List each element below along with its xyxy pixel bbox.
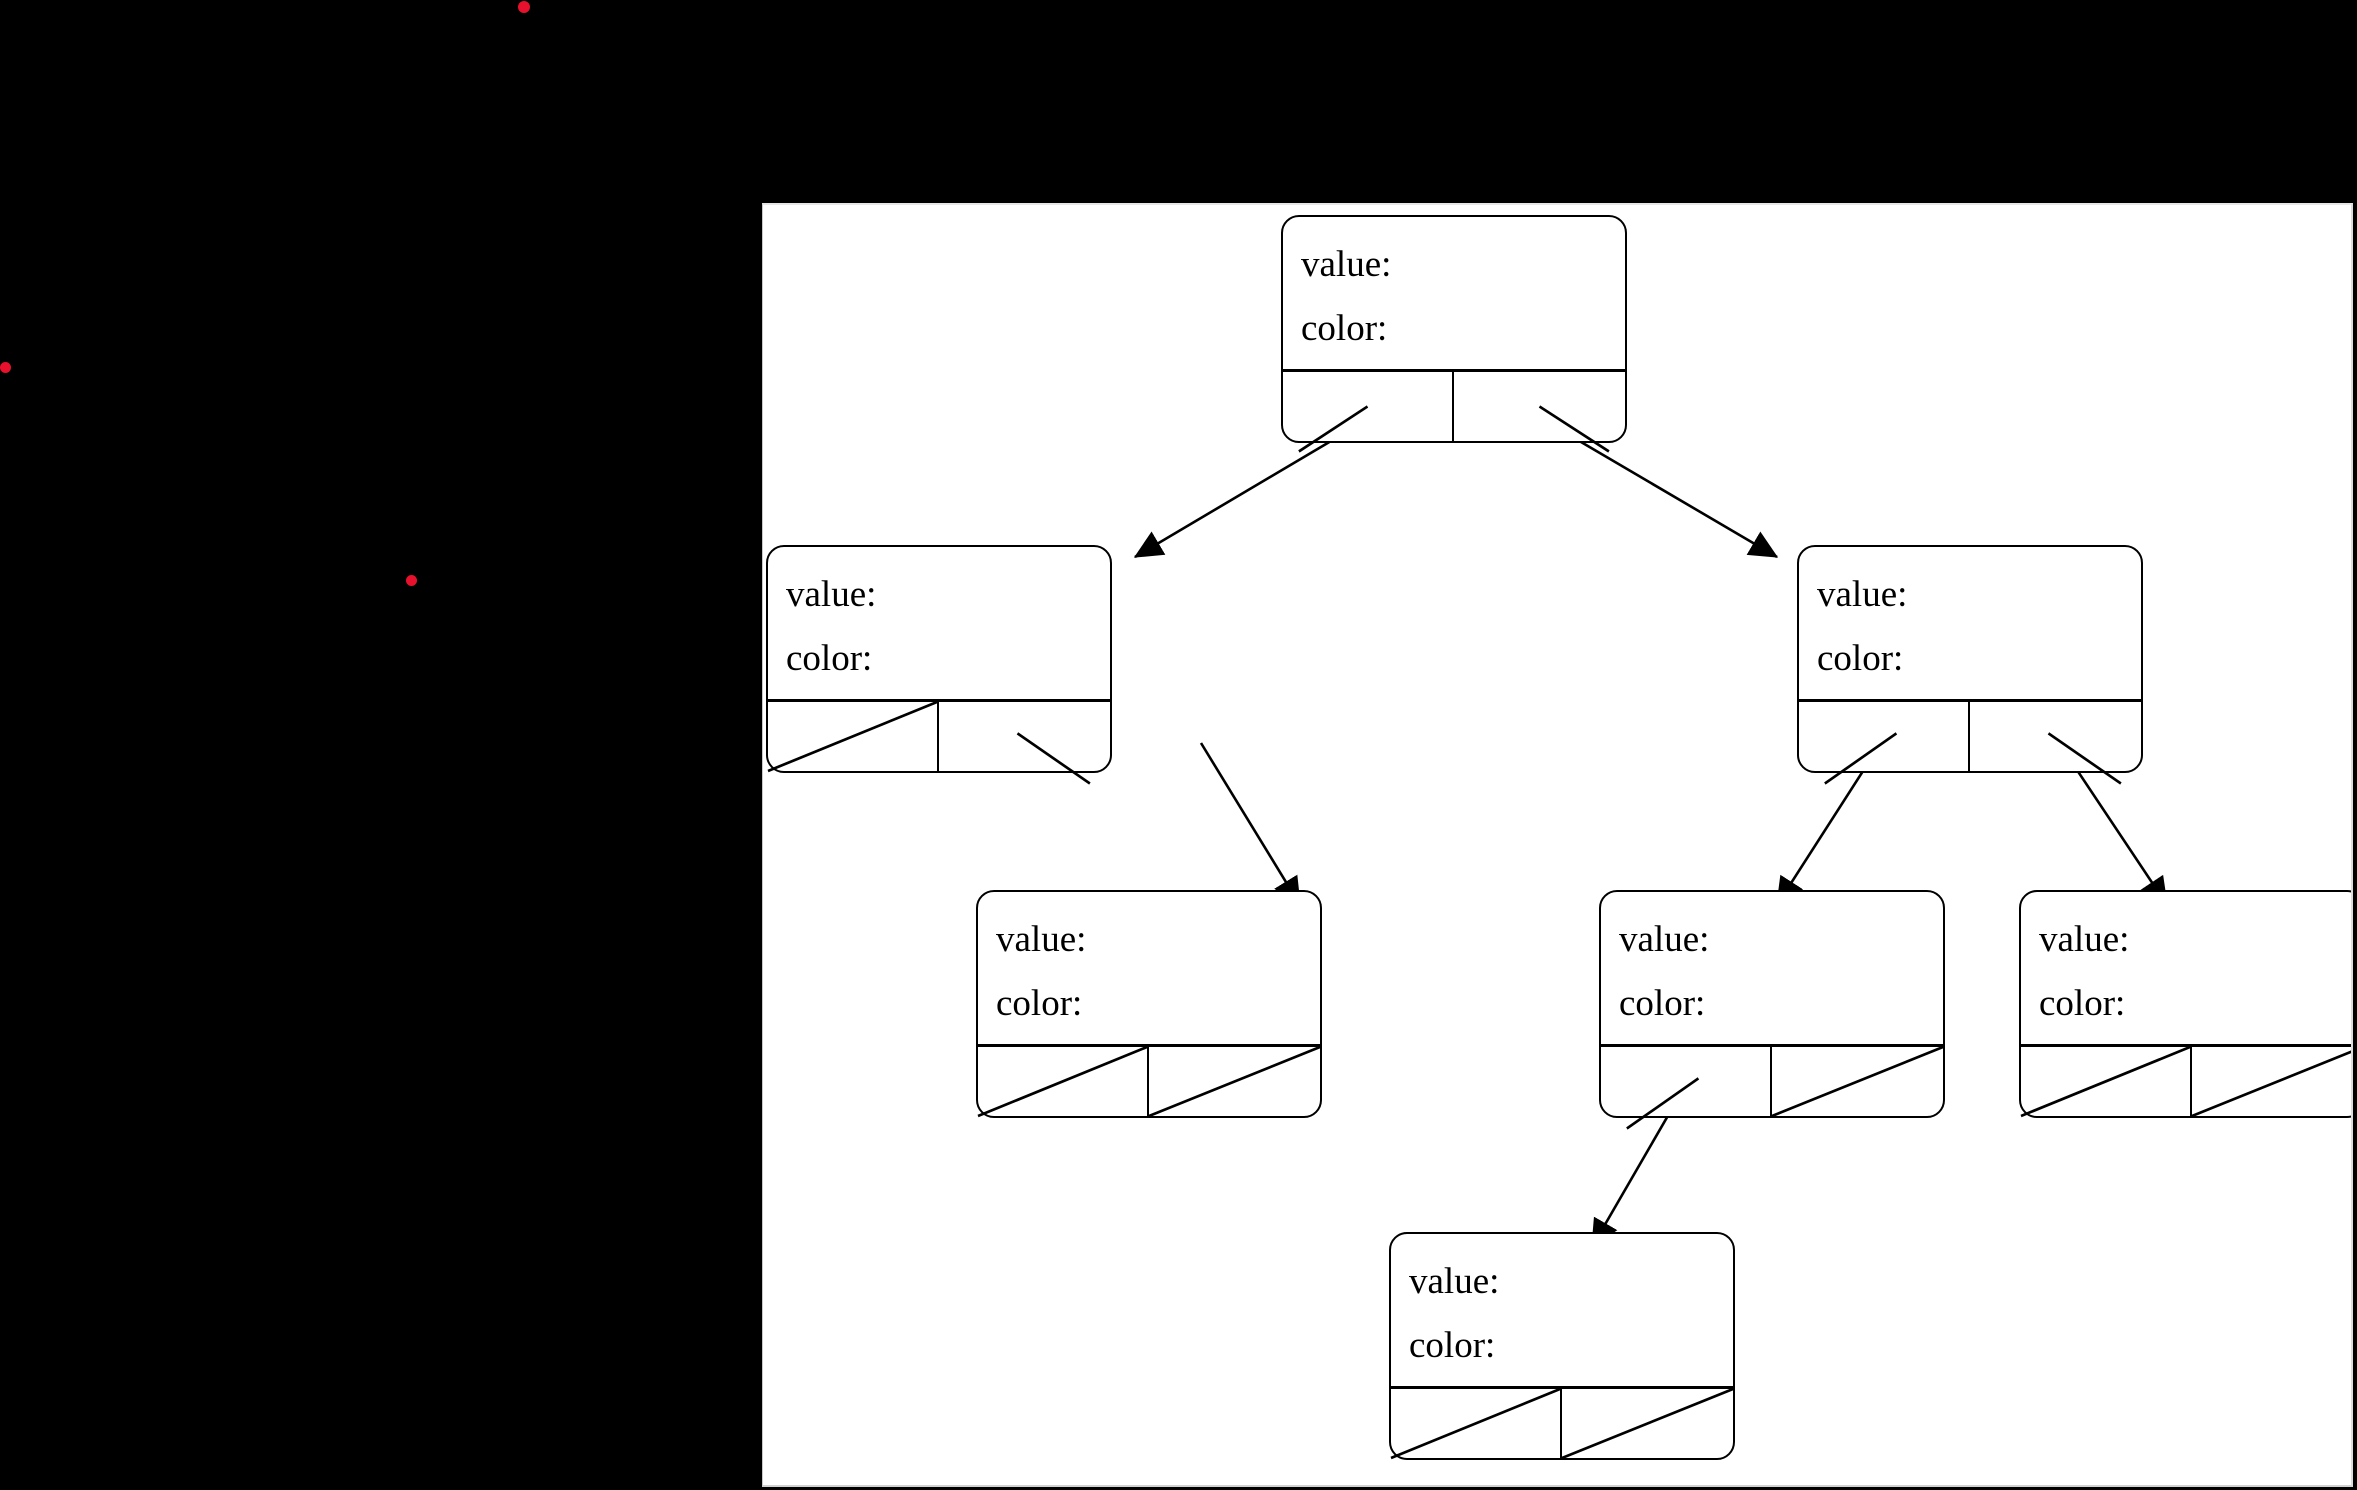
- marker-dot-1: [518, 1, 530, 13]
- node-value-label: value:: [1409, 1261, 1500, 1302]
- right-pointer-cell[interactable]: [1970, 702, 2141, 785]
- left-pointer-stub: [1298, 405, 1369, 453]
- right-pointer-cell-null[interactable]: [1148, 1045, 1321, 1118]
- right-pointer-stub: [1016, 732, 1091, 785]
- node-color-label: color:: [786, 638, 873, 679]
- null-pointer-slash: [1771, 1045, 1944, 1118]
- diagram-canvas-panel[interactable]: value: color:: [762, 203, 2353, 1487]
- node-value-label: value:: [2039, 919, 2130, 960]
- node-pointer-row: [2020, 1044, 2351, 1118]
- tree-node-right-right[interactable]: value: color:: [2019, 890, 2351, 1118]
- null-pointer-slash: [2191, 1050, 2351, 1118]
- node-color-label: color:: [2039, 983, 2126, 1024]
- node-value-label: value:: [1301, 244, 1392, 285]
- node-body: value: color:: [1799, 547, 2141, 699]
- right-edge-strip: [2353, 203, 2357, 1490]
- node-value-label: value:: [996, 919, 1087, 960]
- tree-node-left[interactable]: value: color:: [766, 545, 1112, 785]
- left-pointer-cell[interactable]: [1799, 702, 1970, 785]
- node-pointer-row: [1390, 1386, 1734, 1460]
- node-body: value: color:: [2021, 892, 2351, 1044]
- right-pointer-cell[interactable]: [939, 702, 1110, 785]
- node-body: value: color:: [1601, 892, 1943, 1044]
- null-pointer-slash: [1390, 1387, 1561, 1460]
- edge-left-to-leftright: [1199, 742, 1302, 907]
- null-pointer-slash: [1148, 1045, 1321, 1118]
- tree-node-left-right[interactable]: value: color:: [976, 890, 1322, 1118]
- diagram-canvas-inner: value: color:: [763, 205, 2351, 1485]
- tree-node-right-left[interactable]: value: color:: [1599, 890, 1945, 1130]
- node-value-label: value:: [786, 574, 877, 615]
- left-pointer-cell-null[interactable]: [2020, 1045, 2192, 1118]
- right-pointer-cell-null[interactable]: [2191, 1047, 2351, 1118]
- null-pointer-slash: [2020, 1045, 2191, 1118]
- node-color-label: color:: [1817, 638, 1904, 679]
- node-pointer-row: [1799, 699, 2141, 785]
- right-pointer-stub: [2047, 732, 2122, 785]
- node-body: value: color:: [768, 547, 1110, 699]
- null-pointer-slash: [767, 700, 938, 773]
- node-body: value: color:: [978, 892, 1320, 1044]
- left-pointer-cell-null[interactable]: [767, 700, 939, 773]
- right-pointer-cell-null[interactable]: [1771, 1045, 1944, 1118]
- node-value-label: value:: [1817, 574, 1908, 615]
- node-body: value: color:: [1391, 1234, 1733, 1386]
- tree-node-right[interactable]: value: color:: [1797, 545, 2143, 785]
- left-pointer-cell-null[interactable]: [977, 1045, 1149, 1118]
- node-pointer-row: [1283, 369, 1625, 453]
- node-color-label: color:: [1301, 308, 1388, 349]
- left-pointer-cell-null[interactable]: [1390, 1387, 1562, 1460]
- right-pointer-stub: [1538, 405, 1610, 453]
- left-pointer-stub: [1626, 1077, 1700, 1130]
- node-color-label: color:: [1619, 983, 1706, 1024]
- left-pointer-stub: [1824, 732, 1898, 785]
- right-pointer-cell-null[interactable]: [1561, 1387, 1734, 1460]
- left-pointer-cell[interactable]: [1283, 372, 1454, 453]
- node-value-label: value:: [1619, 919, 1710, 960]
- left-pointer-cell[interactable]: [1601, 1047, 1772, 1130]
- null-pointer-slash: [1561, 1387, 1734, 1460]
- node-pointer-row: [767, 699, 1110, 785]
- node-color-label: color:: [1409, 1325, 1496, 1366]
- node-pointer-row: [977, 1044, 1321, 1118]
- marker-dot-2: [0, 362, 11, 373]
- tree-node-root[interactable]: value: color:: [1281, 215, 1627, 453]
- right-pointer-cell[interactable]: [1454, 372, 1625, 453]
- marker-dot-3: [406, 575, 417, 586]
- tree-node-right-left-left[interactable]: value: color:: [1389, 1232, 1735, 1460]
- null-pointer-slash: [977, 1045, 1148, 1118]
- node-pointer-row: [1601, 1044, 1944, 1130]
- node-body: value: color:: [1283, 217, 1625, 369]
- node-color-label: color:: [996, 983, 1083, 1024]
